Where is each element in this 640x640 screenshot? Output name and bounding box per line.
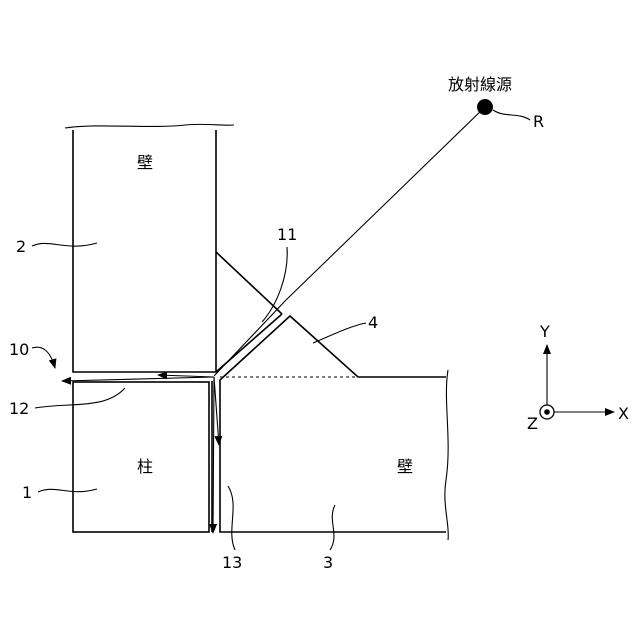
source-dot — [477, 99, 493, 115]
z-axis-label: Z — [527, 414, 538, 433]
svg-text:10: 10 — [9, 340, 29, 359]
radiation-source: 放射線源 R — [448, 75, 544, 131]
svg-text:3: 3 — [323, 553, 333, 572]
y-axis-label: Y — [539, 322, 550, 341]
shield-member — [212, 314, 282, 532]
svg-text:1: 1 — [22, 483, 32, 502]
scatter-ray-down-1 — [214, 377, 219, 445]
svg-text:12: 12 — [9, 399, 29, 418]
radiation-ray — [214, 107, 485, 376]
upper-wall-label: 壁 — [137, 153, 153, 172]
coordinate-axes: Y X Z — [527, 322, 629, 433]
x-axis-label: X — [618, 404, 629, 423]
lower-wall-label: 壁 — [397, 457, 413, 476]
z-axis-dot — [544, 409, 550, 415]
ref-1: 1 — [22, 483, 97, 502]
source-leader — [493, 110, 530, 120]
scatter-ray-down-2 — [213, 377, 214, 533]
upper-wall-break-line — [65, 124, 234, 128]
scatter-ray-left — [62, 377, 214, 381]
source-letter: R — [533, 112, 544, 131]
upper-wall — [65, 124, 282, 372]
svg-text:13: 13 — [222, 553, 242, 572]
scatter-rays — [62, 375, 219, 533]
scatter-ray-short — [158, 375, 214, 377]
upper-wall-chamfer — [216, 252, 282, 314]
ref-10: 10 — [9, 340, 55, 368]
svg-text:4: 4 — [368, 313, 378, 332]
right-wall-break-line — [445, 370, 448, 540]
ref-4: 4 — [313, 313, 378, 343]
svg-text:11: 11 — [277, 225, 297, 244]
ref-3: 3 — [323, 505, 335, 572]
column-label: 柱 — [137, 457, 153, 476]
svg-text:2: 2 — [16, 237, 26, 256]
ref-13: 13 — [222, 486, 242, 572]
ref-2: 2 — [16, 237, 97, 256]
source-label: 放射線源 — [448, 75, 512, 94]
ref-12: 12 — [9, 388, 125, 418]
